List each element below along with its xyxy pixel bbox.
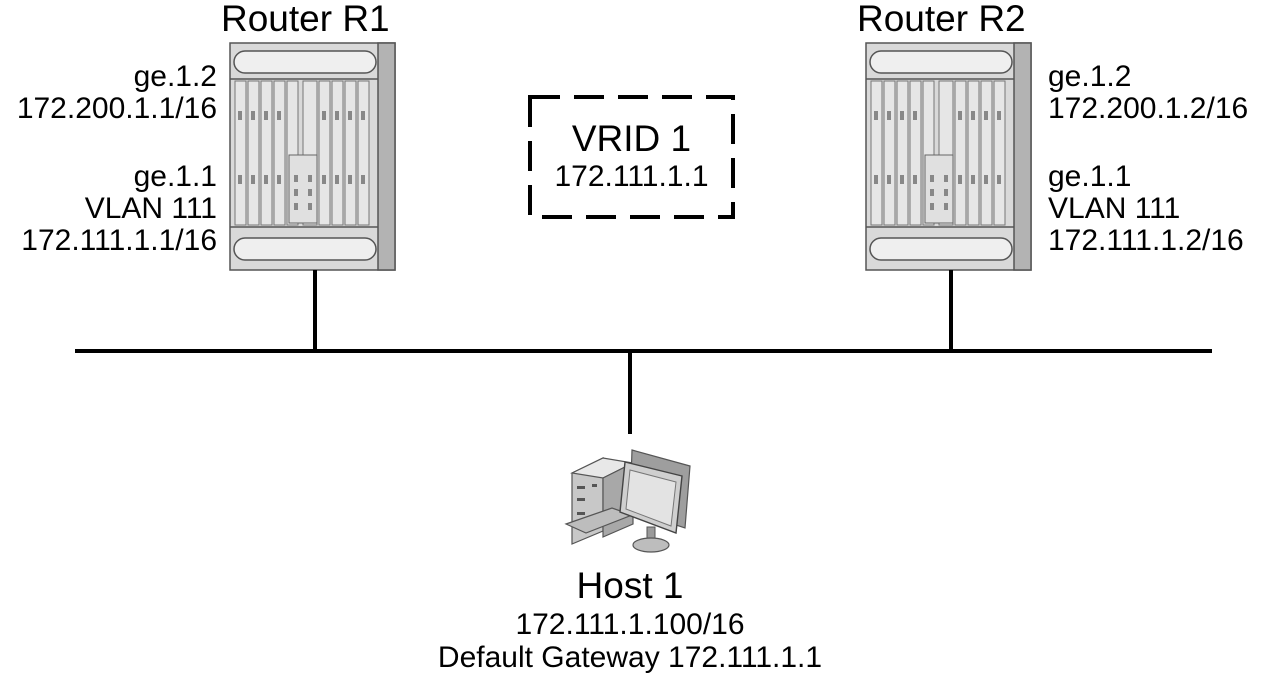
- host-ip: 172.111.1.100/16: [515, 608, 745, 641]
- host-computer-icon: [564, 449, 691, 553]
- vrid-name: VRID 1: [571, 118, 692, 159]
- r2-ge12-name: ge.1.2: [1048, 60, 1132, 93]
- router-r1-title: Router R1: [221, 0, 390, 39]
- router-r1-chassis-icon: [229, 42, 396, 271]
- r1-ge11-vlan: VLAN 111: [84, 192, 217, 225]
- r1-ge12-ip: 172.200.1.1/16: [16, 92, 217, 125]
- vrid-address: 172.111.1.1: [554, 160, 709, 193]
- router-r2-title: Router R2: [857, 0, 1026, 39]
- r2-ge12-ip: 172.200.1.2/16: [1048, 92, 1249, 125]
- r2-ge11-name: ge.1.1: [1048, 160, 1132, 193]
- router-r2-chassis-icon: [865, 42, 1032, 271]
- host-gateway: Default Gateway 172.111.1.1: [437, 641, 823, 674]
- r1-ge11-ip: 172.111.1.1/16: [21, 224, 217, 257]
- r2-ge11-ip: 172.111.1.2/16: [1048, 224, 1244, 257]
- r2-ge11-vlan: VLAN 111: [1048, 192, 1181, 225]
- r1-ge12-name: ge.1.2: [133, 60, 217, 93]
- vrid-box: [528, 95, 735, 219]
- r1-ge11-name: ge.1.1: [133, 160, 217, 193]
- host-name: Host 1: [576, 565, 684, 606]
